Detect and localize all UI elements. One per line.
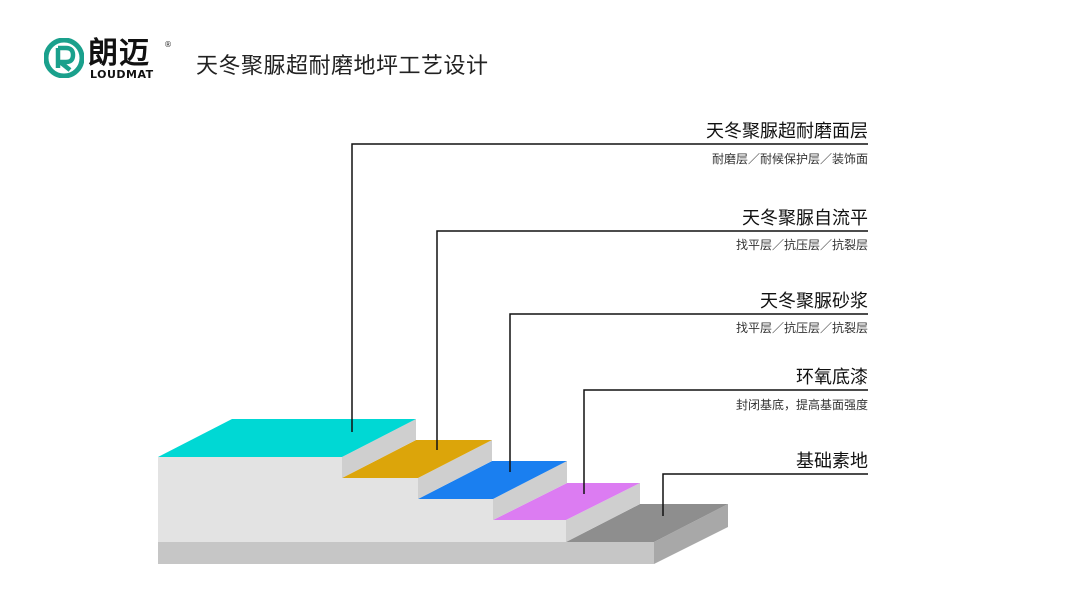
self-leveling-layer-side <box>418 440 492 499</box>
brand-logo: 朗迈 LOUDMAT ® <box>44 36 174 82</box>
self-leveling-layer-top <box>342 440 492 478</box>
leader-line-wear-layer <box>351 143 868 432</box>
primer-layer-side <box>566 483 640 542</box>
leader-line-self-leveling <box>436 230 868 450</box>
self-leveling-layer-front <box>158 478 418 499</box>
layer-title-self-leveling: 天冬聚脲自流平 <box>742 208 868 229</box>
layer-title-mortar: 天冬聚脲砂浆 <box>760 291 868 312</box>
layer-title-wear: 天冬聚脲超耐磨面层 <box>706 121 868 142</box>
layer-title-primer: 环氧底漆 <box>796 367 868 388</box>
page-title: 天冬聚脲超耐磨地坪工艺设计 <box>196 54 489 79</box>
layer-subtitle-primer: 封闭基底，提高基面强度 <box>735 398 868 412</box>
mortar-layer-top <box>418 461 567 499</box>
brand-name-cn: 朗迈 <box>88 36 150 71</box>
leader-line-mortar <box>509 313 868 472</box>
mortar-layer-front <box>158 499 493 520</box>
logo-mark-icon <box>44 38 84 78</box>
layer-subtitle-self-leveling: 找平层／抗压层／抗裂层 <box>735 238 868 252</box>
layer-title-base: 基础素地 <box>796 451 868 472</box>
layer-subtitle-wear: 耐磨层／耐候保护层／装饰面 <box>711 152 868 166</box>
base-layer-side <box>654 504 728 564</box>
primer-layer-top <box>493 483 640 520</box>
brand-name-en: LOUDMAT <box>90 68 154 81</box>
primer-layer-front <box>158 520 566 542</box>
mortar-layer-side <box>493 461 567 520</box>
layer-subtitle-mortar: 找平层／抗压层／抗裂层 <box>735 321 868 335</box>
base-layer-top <box>566 504 728 542</box>
base-layer-front <box>158 542 654 564</box>
leader-line-primer <box>583 389 868 494</box>
wear-layer-side <box>342 419 416 478</box>
registered-mark: ® <box>164 40 172 49</box>
wear-layer-front <box>158 457 342 478</box>
leader-line-base <box>662 473 868 516</box>
